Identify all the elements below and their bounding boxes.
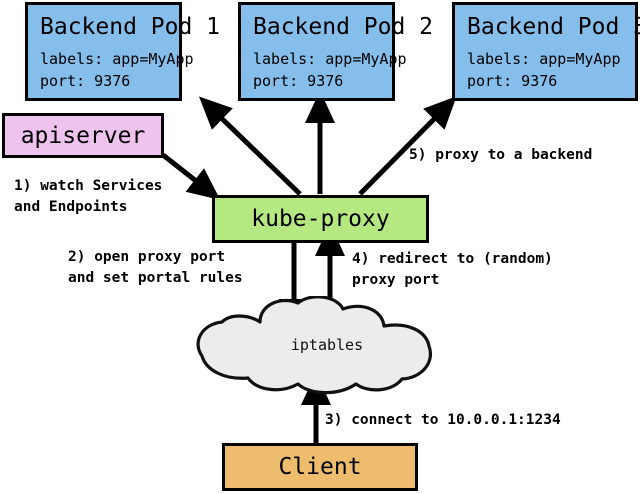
annotation-step-4: 4) redirect to (random) proxy port <box>352 251 553 288</box>
pod3-labels: labels: app=MyApp <box>467 50 621 68</box>
pod2-port: port: 9376 <box>253 72 344 90</box>
node-client[interactable]: Client <box>222 443 418 491</box>
node-backend-pod-3[interactable]: Backend Pod 3 labels: app=MyApp port: 93… <box>452 2 640 101</box>
node-kube-proxy[interactable]: kube-proxy <box>212 195 429 243</box>
pod1-labels: labels: app=MyApp <box>40 50 194 68</box>
annotation-step-2: 2) open proxy port and set portal rules <box>68 249 243 286</box>
arrow-kubeproxy-to-pod1 <box>198 96 302 196</box>
node-apiserver[interactable]: apiserver <box>2 113 164 158</box>
pod2-title: Backend Pod 2 <box>253 14 434 40</box>
node-iptables-cloud[interactable] <box>186 296 468 398</box>
pod1-title: Backend Pod 1 <box>40 14 221 40</box>
apiserver-title: apiserver <box>20 122 146 149</box>
node-backend-pod-1[interactable]: Backend Pod 1 labels: app=MyApp port: 93… <box>25 2 221 101</box>
pod3-title: Backend Pod 3 <box>467 14 640 40</box>
annotation-step-1: 1) watch Services and Endpoints <box>14 178 163 215</box>
annotation-step-3: 3) connect to 10.0.0.1:1234 <box>325 412 561 428</box>
kubeproxy-title: kube-proxy <box>251 206 390 232</box>
client-title: Client <box>278 454 362 480</box>
pod3-port: port: 9376 <box>467 72 558 90</box>
pod1-port: port: 9376 <box>40 72 131 90</box>
node-backend-pod-2[interactable]: Backend Pod 2 labels: app=MyApp port: 93… <box>238 2 434 101</box>
arrow-apiserver-to-kubeproxy <box>161 153 221 201</box>
iptables-label: iptables <box>290 336 364 354</box>
annotation-step-5: 5) proxy to a backend <box>409 147 593 163</box>
pod2-labels: labels: app=MyApp <box>253 50 407 68</box>
